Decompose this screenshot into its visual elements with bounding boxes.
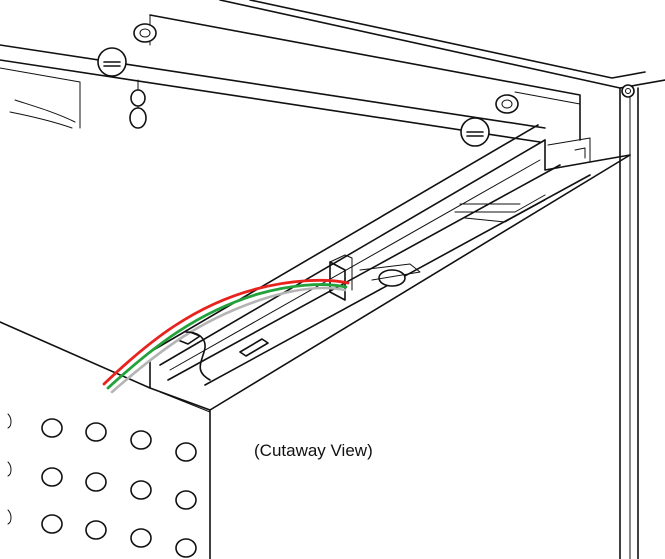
perforated-face xyxy=(7,413,197,558)
wire-bundle xyxy=(102,278,350,394)
cutaway-caption: (Cutaway View) xyxy=(254,441,373,460)
cable-tie xyxy=(185,331,211,381)
panel-box xyxy=(0,124,631,559)
outer-frame xyxy=(219,0,665,559)
nut-right xyxy=(495,94,519,114)
hanging-tag xyxy=(129,79,147,129)
screw-left xyxy=(97,47,127,77)
upper-rail xyxy=(0,14,581,143)
nut-left xyxy=(133,23,157,43)
screw-right xyxy=(460,117,490,147)
